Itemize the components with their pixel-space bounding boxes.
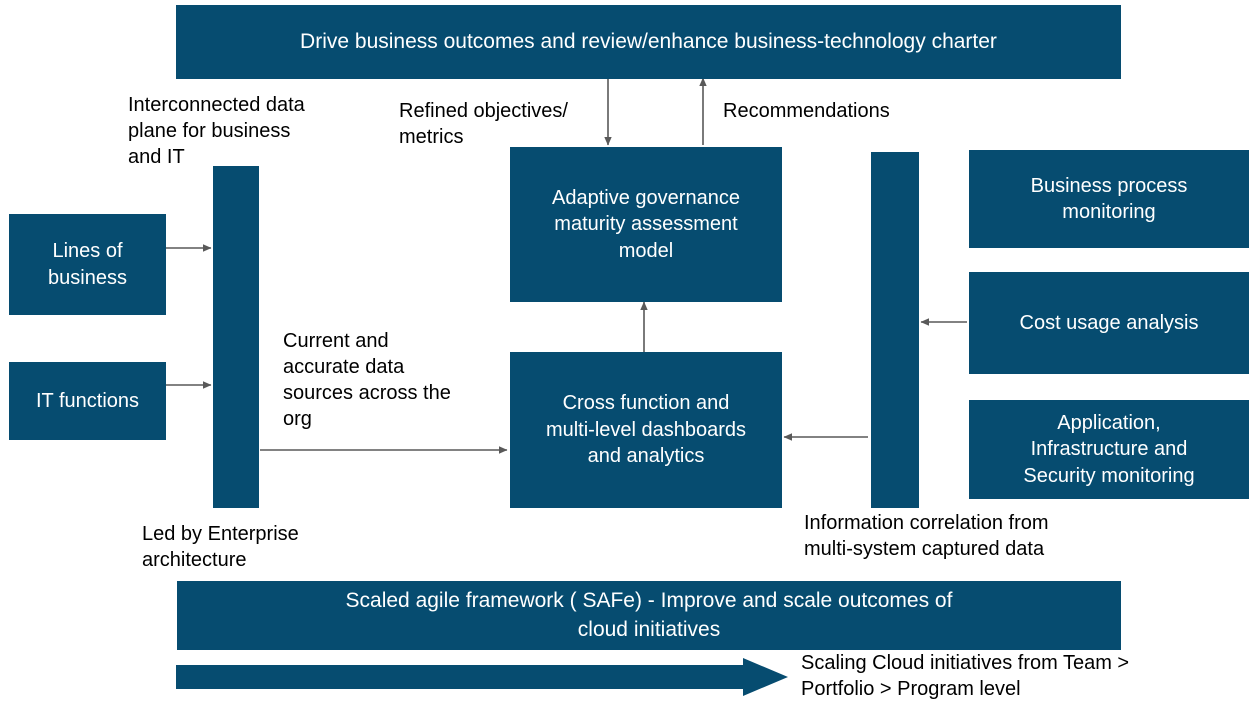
box-it-functions[interactable]: IT functions	[9, 362, 166, 440]
scaling-progress-arrow[interactable]	[176, 658, 796, 698]
box-adaptive-governance-maturity-model[interactable]: Adaptive governance maturity assessment …	[510, 147, 782, 302]
label-scaling-cloud-initiatives: Scaling Cloud initiatives from Team > Po…	[801, 652, 1130, 700]
box-cost-usage-analysis[interactable]: Cost usage analysis	[969, 272, 1249, 374]
box-cross-function-dashboards[interactable]: Cross function and multi-level dashboard…	[510, 352, 782, 508]
label-refined-objectives: Refined objectives/ metrics	[399, 100, 568, 148]
data-plane-bar[interactable]	[213, 166, 259, 508]
information-correlation-bar[interactable]	[871, 152, 919, 508]
box-lines-of-business[interactable]: Lines of business	[9, 214, 166, 315]
top-banner-charter[interactable]: Drive business outcomes and review/enhan…	[176, 5, 1121, 79]
label-interconnected-data-plane: Interconnected data plane for business a…	[128, 94, 305, 168]
bottom-banner-safe[interactable]: Scaled agile framework ( SAFe) - Improve…	[177, 581, 1121, 650]
label-recommendations: Recommendations	[723, 100, 890, 122]
label-led-by-enterprise-architecture: Led by Enterprise architecture	[142, 523, 299, 571]
box-application-infrastructure-security-monitoring[interactable]: Application, Infrastructure and Security…	[969, 400, 1249, 499]
label-information-correlation: Information correlation from multi-syste…	[804, 512, 1049, 560]
label-current-accurate-data: Current and accurate data sources across…	[283, 330, 451, 430]
box-business-process-monitoring[interactable]: Business process monitoring	[969, 150, 1249, 248]
